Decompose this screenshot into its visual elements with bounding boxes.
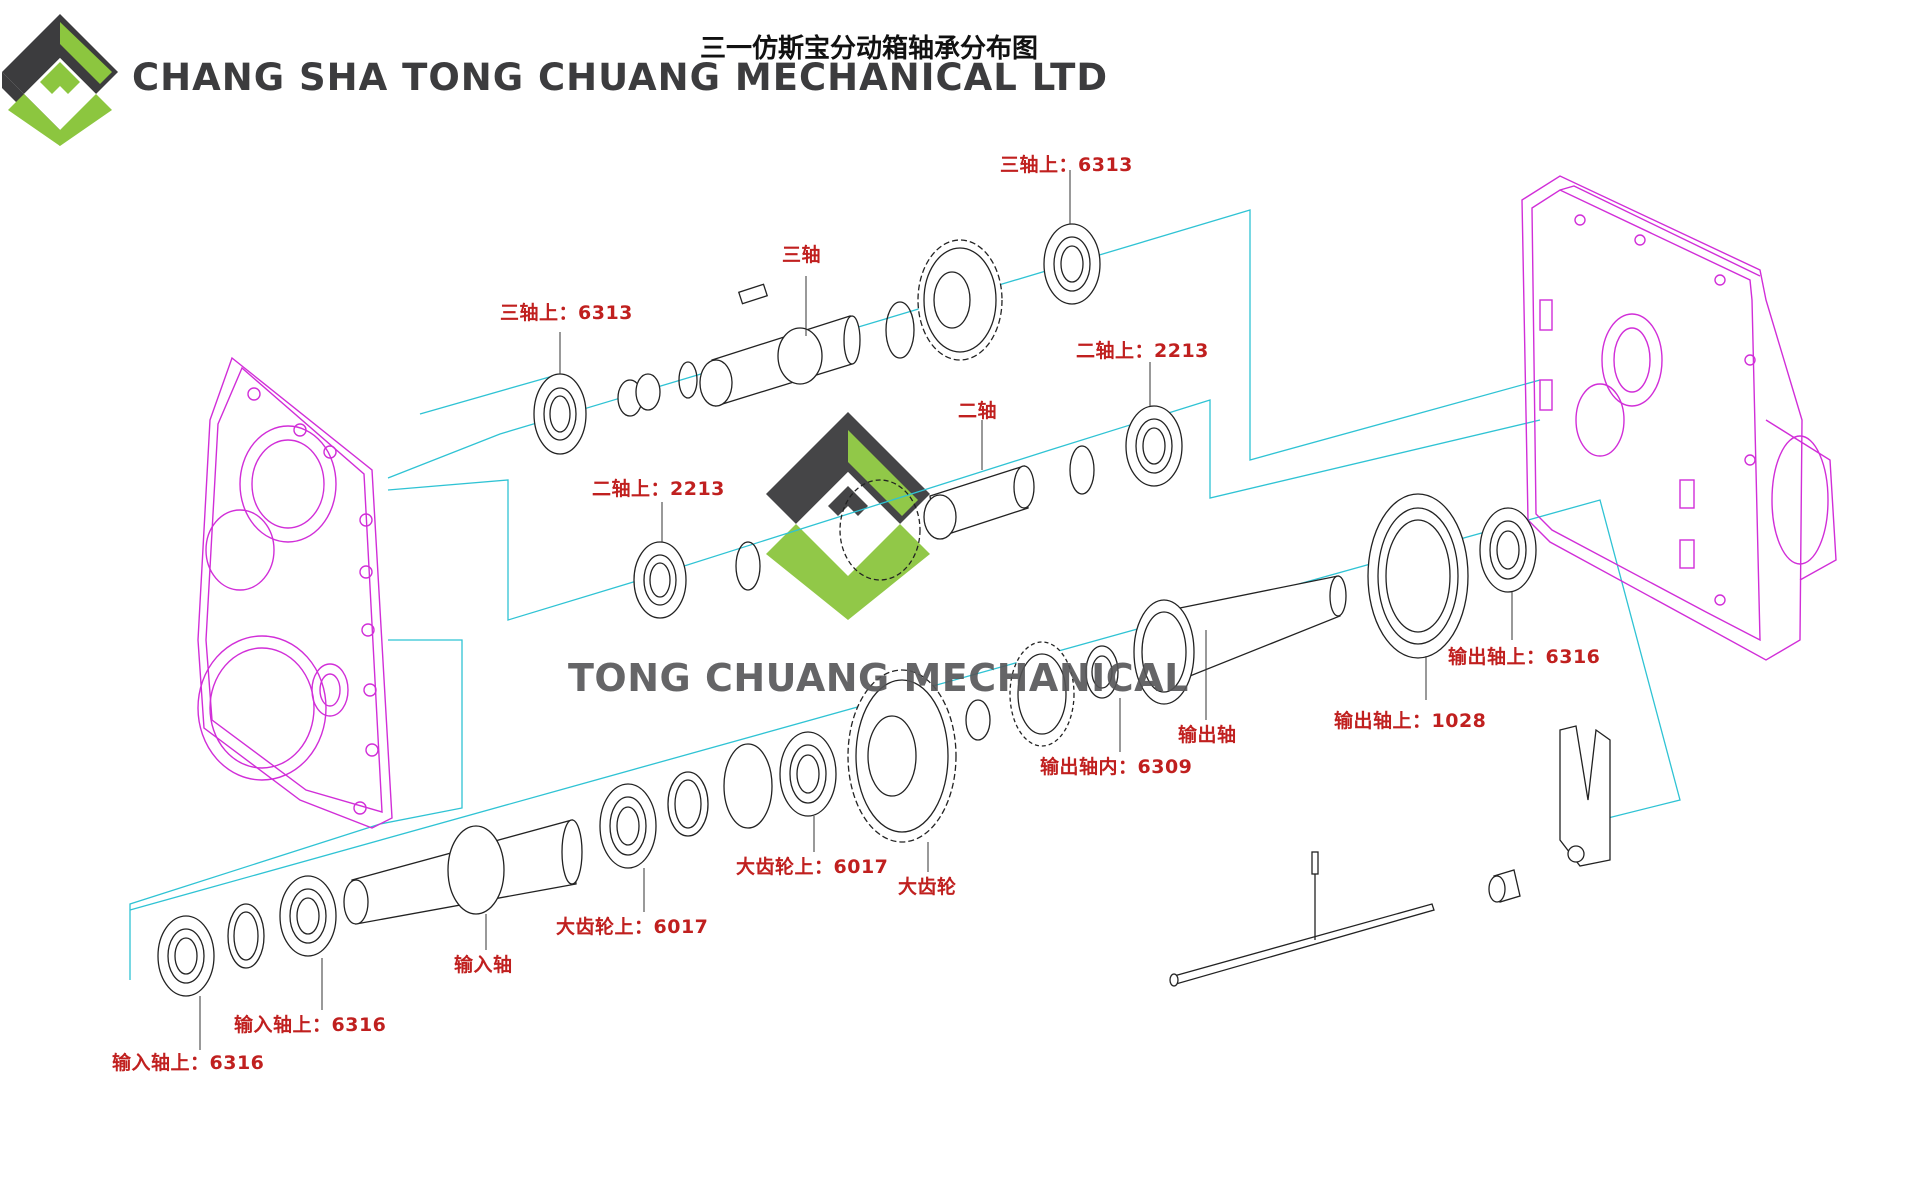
label-shaft3-bearing-left: 三轴上：6313 bbox=[500, 302, 633, 324]
label-output-bearing-1028: 输出轴上：1028 bbox=[1334, 710, 1487, 732]
big-gear bbox=[847, 669, 957, 843]
parts bbox=[157, 223, 1611, 997]
bearing-6309 bbox=[1085, 645, 1119, 699]
bearing-1028 bbox=[1367, 493, 1469, 659]
label-shaft2-bearing-right: 二轴上：2213 bbox=[1076, 340, 1209, 362]
label-shaft2-bearing-left: 二轴上：2213 bbox=[592, 478, 725, 500]
output-shaft bbox=[1133, 575, 1347, 705]
shift-fork bbox=[1559, 725, 1611, 867]
shaft2-snap-ring-right bbox=[1069, 445, 1095, 495]
bearing-6316-lower bbox=[157, 915, 215, 997]
right-housing bbox=[1521, 175, 1837, 661]
shift-bushing bbox=[1488, 869, 1521, 903]
label-shaft3: 三轴 bbox=[782, 244, 822, 266]
shaft3-snap-ring-left bbox=[678, 361, 698, 399]
diagram-title: 三一仿斯宝分动箱轴承分布图 bbox=[700, 34, 1039, 64]
input-ring bbox=[667, 771, 709, 837]
shaft3-snap-ring-right bbox=[885, 301, 915, 359]
ring-output-small bbox=[965, 699, 991, 741]
label-shaft3-bearing-top: 三轴上：6313 bbox=[1000, 154, 1133, 176]
bearing-6313-left bbox=[533, 373, 587, 455]
watermark-text: TONG CHUANG MECHANICAL bbox=[568, 656, 1189, 700]
input-snap-ring bbox=[723, 743, 773, 829]
company-logo bbox=[2, 14, 118, 146]
shaft3-gear bbox=[917, 239, 1003, 361]
leader-lines bbox=[199, 170, 1513, 1050]
label-output-bearing-6316: 输出轴上：6316 bbox=[1448, 646, 1601, 668]
shaft3 bbox=[699, 315, 861, 407]
label-output-inner-6309: 输出轴内：6309 bbox=[1040, 756, 1193, 778]
input-spacer bbox=[227, 903, 265, 969]
bearing-6017-bottom bbox=[599, 783, 657, 869]
watermark-logo bbox=[766, 412, 930, 620]
shift-rod bbox=[1169, 903, 1435, 987]
bearing-6316-output bbox=[1479, 507, 1537, 593]
label-input-bearing-upper: 输入轴上：6316 bbox=[234, 1014, 387, 1036]
assembly-axis-lines bbox=[129, 209, 1681, 980]
bearing-6017-top bbox=[779, 731, 837, 817]
shaft2-snap-ring-left bbox=[735, 541, 761, 591]
bearing-6316-upper bbox=[279, 875, 337, 957]
bearing-2213-left bbox=[633, 541, 687, 619]
label-shaft2: 二轴 bbox=[958, 400, 998, 422]
label-output-shaft: 输出轴 bbox=[1178, 724, 1237, 746]
shaft3-sleeve bbox=[617, 373, 661, 417]
shaft2 bbox=[839, 465, 1035, 581]
label-big-gear: 大齿轮 bbox=[898, 876, 957, 898]
shift-pin bbox=[1311, 851, 1319, 940]
label-big-gear-bearing-top: 大齿轮上：6017 bbox=[736, 856, 889, 878]
label-input-shaft: 输入轴 bbox=[454, 954, 513, 976]
sync-gear bbox=[1009, 641, 1075, 747]
bearing-6313-right bbox=[1043, 223, 1101, 305]
bearing-2213-right bbox=[1125, 405, 1183, 487]
shaft3-key bbox=[737, 283, 769, 305]
label-input-bearing-lower: 输入轴上：6316 bbox=[112, 1052, 265, 1074]
company-name: CHANG SHA TONG CHUANG MECHANICAL LTD bbox=[132, 56, 1109, 99]
left-housing-cover bbox=[197, 356, 393, 829]
input-shaft bbox=[343, 819, 583, 925]
label-big-gear-bearing-bottom: 大齿轮上：6017 bbox=[556, 916, 709, 938]
